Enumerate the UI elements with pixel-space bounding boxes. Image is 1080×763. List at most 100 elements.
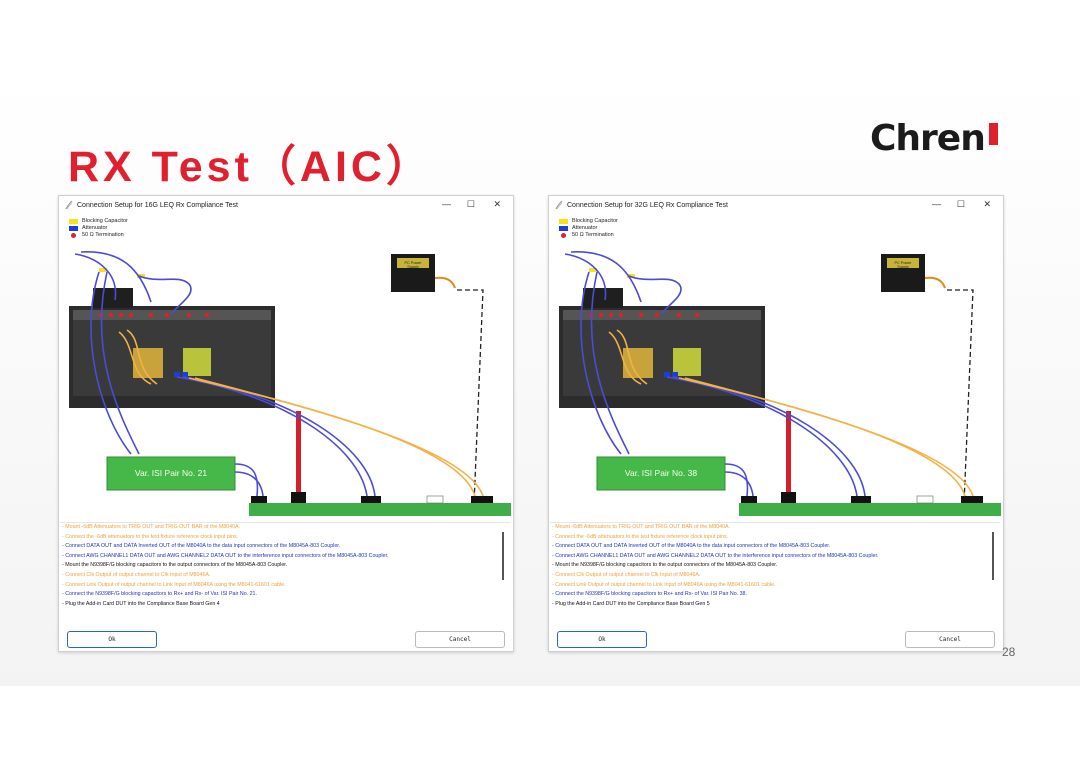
compliance-base-board [739, 503, 1001, 516]
riser-post [786, 411, 791, 494]
termination-dots [588, 312, 700, 318]
instruction-item: - Connect AWG CHANNEL1 DATA OUT and AWG … [62, 552, 389, 559]
instruction-item: - Connect Clk Output of output channel t… [62, 571, 211, 578]
chassis-top-rail [563, 310, 761, 320]
instruction-item: - Mount the N9398F/G blocking capacitors… [552, 562, 778, 569]
connection-diagram: PC Power Supply [69, 251, 511, 516]
legend-item-blocking-capacitor: Blocking Capacitor [559, 218, 618, 225]
instruction-item: - Connect AWG CHANNEL1 DATA OUT and AWG … [552, 552, 879, 559]
instruction-item: - Connect Link Output of output channel … [552, 581, 776, 588]
instruction-item: - Connect DATA OUT and DATA Inverted OUT… [552, 543, 831, 550]
instruction-item: - Connect the N9398F/G blocking capacito… [552, 591, 747, 598]
power-dashed-line [457, 289, 484, 505]
scrollbar[interactable] [502, 532, 504, 580]
instruction-list[interactable]: - Mount -6dB Attenuators to TRIG OUT and… [60, 522, 510, 615]
instruction-item: - Plug the Add-in Card DUT into the Comp… [62, 600, 220, 607]
attenuator-marks [664, 372, 678, 377]
ok-button[interactable]: Ok [557, 631, 647, 648]
riser-base [291, 492, 306, 504]
message-container: - Mount -6dB Attenuators to TRIG OUT and… [550, 523, 1000, 609]
window-title: Connection Setup for 32G LEQ Rx Complian… [567, 201, 728, 209]
yellow-swatch-icon [559, 219, 568, 224]
clock-module [583, 288, 623, 308]
attenuator-marks [174, 372, 188, 377]
minimize-icon[interactable]: — [442, 199, 451, 209]
power-supply-label-2: Supply [897, 265, 909, 269]
riser-base [781, 492, 796, 504]
legend-item-attenuator: Attenuator [69, 225, 128, 232]
close-icon[interactable]: ✕ [983, 199, 991, 209]
clock-module [93, 288, 133, 308]
instruction-item: - Mount -6dB Attenuators to TRIG OUT and… [62, 524, 241, 530]
page-number: 28 [1002, 645, 1016, 659]
connection-setup-window-32g: Connection Setup for 32G LEQ Rx Complian… [548, 195, 1004, 652]
red-dot-icon [561, 233, 566, 238]
blue-swatch-icon [559, 226, 568, 231]
power-supply-label-plate [887, 258, 919, 268]
maximize-icon[interactable]: ☐ [466, 199, 475, 209]
instruction-item: - Connect DATA OUT and DATA Inverted OUT… [62, 543, 341, 550]
message-container: - Mount -6dB Attenuators to TRIG OUT and… [60, 523, 510, 609]
chassis-top-rail [73, 310, 271, 320]
legend-item-termination: 50 Ω Termination [69, 232, 128, 239]
power-supply-label: PC Power [894, 261, 912, 265]
board-connector-1 [741, 496, 757, 503]
board-connector-3 [916, 495, 934, 504]
window-titlebar[interactable]: Connection Setup for 16G LEQ Rx Complian… [59, 196, 513, 214]
scrollbar[interactable] [992, 532, 994, 580]
ok-button[interactable]: Ok [67, 631, 157, 648]
minimize-icon[interactable]: — [932, 199, 941, 209]
legend-item-blocking-capacitor: Blocking Capacitor [69, 218, 128, 225]
chassis-front-panel [73, 320, 271, 396]
logo-mark-icon [988, 123, 998, 145]
instruction-item: - Connect the -6dB attenuators to the te… [552, 533, 729, 540]
board-connector-4 [961, 496, 983, 503]
isi-pair-box [106, 456, 236, 491]
yellow-swatch-icon [69, 219, 78, 224]
isi-pair-label: Var. ISI Pair No. 38 [624, 468, 698, 478]
instruction-item: - Mount the N9398F/G blocking capacitors… [62, 562, 288, 569]
board-connector-4 [471, 496, 493, 503]
cancel-button[interactable]: Cancel [415, 631, 505, 648]
maximize-icon[interactable]: ☐ [956, 199, 965, 209]
coupler-module-left [623, 348, 653, 378]
power-supply-label-plate [397, 258, 429, 268]
blue-swatch-icon [69, 226, 78, 231]
red-dot-icon [71, 233, 76, 238]
instruction-item: - Connect the N9398F/G blocking capacito… [62, 591, 257, 598]
legend: Blocking Capacitor Attenuator 50 Ω Termi… [559, 218, 618, 239]
app-icon [555, 200, 563, 210]
power-dashed-line [947, 289, 974, 505]
isi-pair-box [596, 456, 726, 491]
coupler-module-right [183, 348, 211, 376]
legend-item-termination: 50 Ω Termination [559, 232, 618, 239]
power-cable [434, 276, 456, 289]
power-supply-label-2: Supply [407, 265, 419, 269]
chassis-front-panel [563, 320, 761, 396]
power-cable [924, 276, 946, 289]
instruction-item: - Connect Link Output of output channel … [62, 581, 286, 588]
window-titlebar[interactable]: Connection Setup for 32G LEQ Rx Complian… [549, 196, 1003, 214]
board-connector-2 [851, 496, 871, 503]
isi-pair-label: Var. ISI Pair No. 21 [134, 468, 208, 478]
instruction-item: - Mount -6dB Attenuators to TRIG OUT and… [552, 524, 731, 530]
compliance-base-board [249, 503, 511, 516]
orange-cables [118, 329, 484, 497]
close-icon[interactable]: ✕ [493, 199, 501, 209]
instruction-list[interactable]: - Mount -6dB Attenuators to TRIG OUT and… [550, 522, 1000, 615]
instruction-item: - Connect the -6dB attenuators to the te… [62, 533, 239, 540]
orange-cables [608, 329, 974, 497]
instruction-item: - Plug the Add-in Card DUT into the Comp… [552, 600, 710, 607]
logo-text: Chren [870, 117, 986, 159]
instruction-item: - Connect Clk Output of output channel t… [552, 571, 701, 578]
slide-title: RX Test（AIC） [68, 143, 433, 191]
riser-post [296, 411, 301, 494]
connection-diagram: PC Power Supply [559, 251, 1001, 516]
board-connector-2 [361, 496, 381, 503]
window-title: Connection Setup for 16G LEQ Rx Complian… [77, 201, 238, 209]
cancel-button[interactable]: Cancel [905, 631, 995, 648]
legend-item-attenuator: Attenuator [559, 225, 618, 232]
coupler-module-right [673, 348, 701, 376]
board-connector-1 [251, 496, 267, 503]
connection-setup-window-16g: Connection Setup for 16G LEQ Rx Complian… [58, 195, 514, 652]
